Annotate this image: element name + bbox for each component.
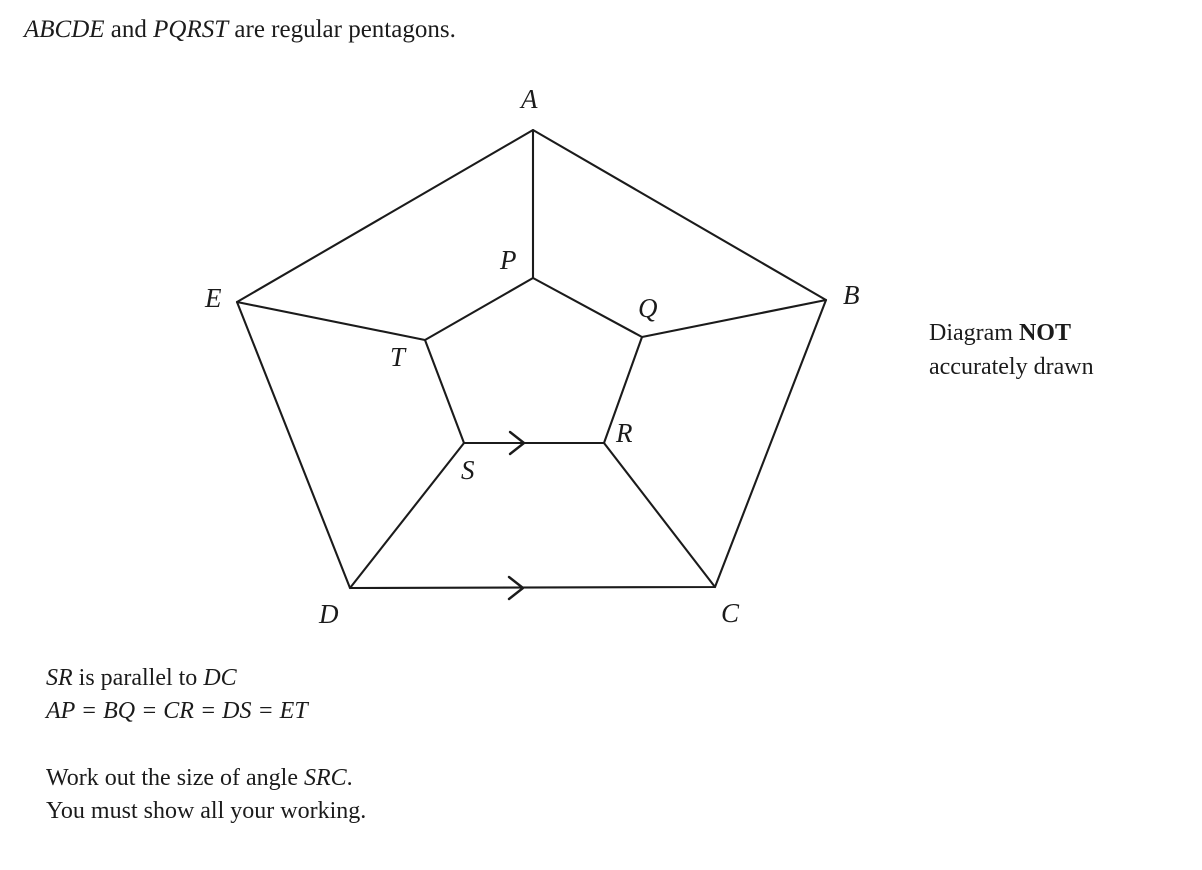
vertex-label-T: T: [390, 342, 407, 372]
given-conditions: SR is parallel to DC AP = BQ = CR = DS = …: [46, 662, 308, 728]
vertex-label-E: E: [204, 283, 222, 313]
segment-ET: [235, 300, 427, 342]
outer-pentagon-group: [235, 128, 828, 590]
segment-CR: [602, 441, 717, 589]
vertex-label-A: A: [519, 84, 538, 114]
intro-shape-one: ABCDE: [24, 16, 105, 43]
vertex-label-S: S: [461, 455, 475, 485]
vertex-label-group: A B C D E P Q R S T: [204, 84, 860, 629]
task-line2: You must show all your working.: [46, 798, 367, 825]
given-segment-DC: DC: [203, 665, 237, 691]
task-line1-period: .: [346, 765, 353, 791]
intro-shape-two: PQRST: [153, 16, 229, 43]
vertex-label-P: P: [499, 245, 517, 275]
given-equal-lengths: AP = BQ = CR = DS = ET: [46, 698, 308, 725]
vertex-label-C: C: [721, 598, 740, 628]
vertex-label-D: D: [318, 599, 339, 629]
note-emphasis: NOT: [1018, 320, 1071, 346]
pentagon-diagram: A B C D E P Q R S T: [0, 60, 900, 640]
note-line1-prefix: Diagram: [929, 320, 1019, 346]
intro-statement: ABCDE and PQRST are regular pentagons.: [24, 14, 456, 47]
inner-pentagon-PQRST: [423, 276, 644, 445]
vertex-label-Q: Q: [638, 293, 658, 323]
vertex-label-B: B: [843, 280, 860, 310]
inner-pentagon-group: [423, 276, 644, 445]
pentagon-diagram-svg: A B C D E P Q R S T: [204, 84, 860, 629]
not-to-scale-note: Diagram NOT accurately drawn: [929, 316, 1094, 384]
task-instructions: Work out the size of angle SRC. You must …: [46, 762, 366, 828]
given-segment-SR: SR: [46, 665, 73, 691]
task-angle-name: SRC: [304, 765, 347, 791]
intro-tail: are regular pentagons.: [228, 16, 456, 43]
task-line1-prefix: Work out the size of angle: [46, 765, 304, 791]
intro-conjunction: and: [104, 16, 154, 43]
vertex-label-R: R: [615, 418, 633, 448]
given-parallel-text: is parallel to: [72, 665, 204, 691]
outer-pentagon-ABCDE: [235, 128, 828, 590]
connector-group: [235, 128, 828, 590]
parallel-arrow-DC: [507, 575, 525, 601]
parallel-marker-group: [507, 430, 526, 601]
segment-DS: [348, 441, 466, 590]
note-line2: accurately drawn: [929, 354, 1094, 381]
segment-BQ: [640, 298, 828, 339]
parallel-arrow-SR: [508, 430, 526, 456]
